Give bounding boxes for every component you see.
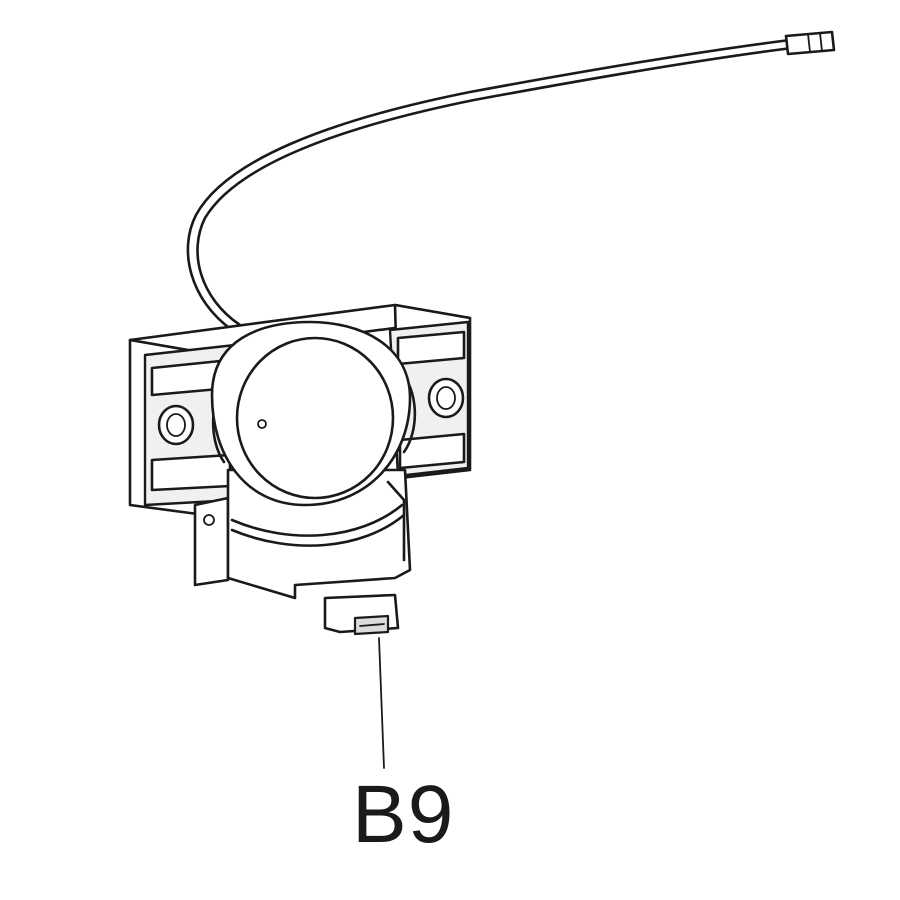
rotor-dial <box>210 320 412 507</box>
wire-cable <box>186 38 794 332</box>
part-label: B9 <box>352 769 455 860</box>
connector-plug <box>784 30 836 56</box>
leader-line <box>378 637 385 769</box>
terminal-connector <box>323 593 400 636</box>
switch-housing <box>193 468 412 600</box>
